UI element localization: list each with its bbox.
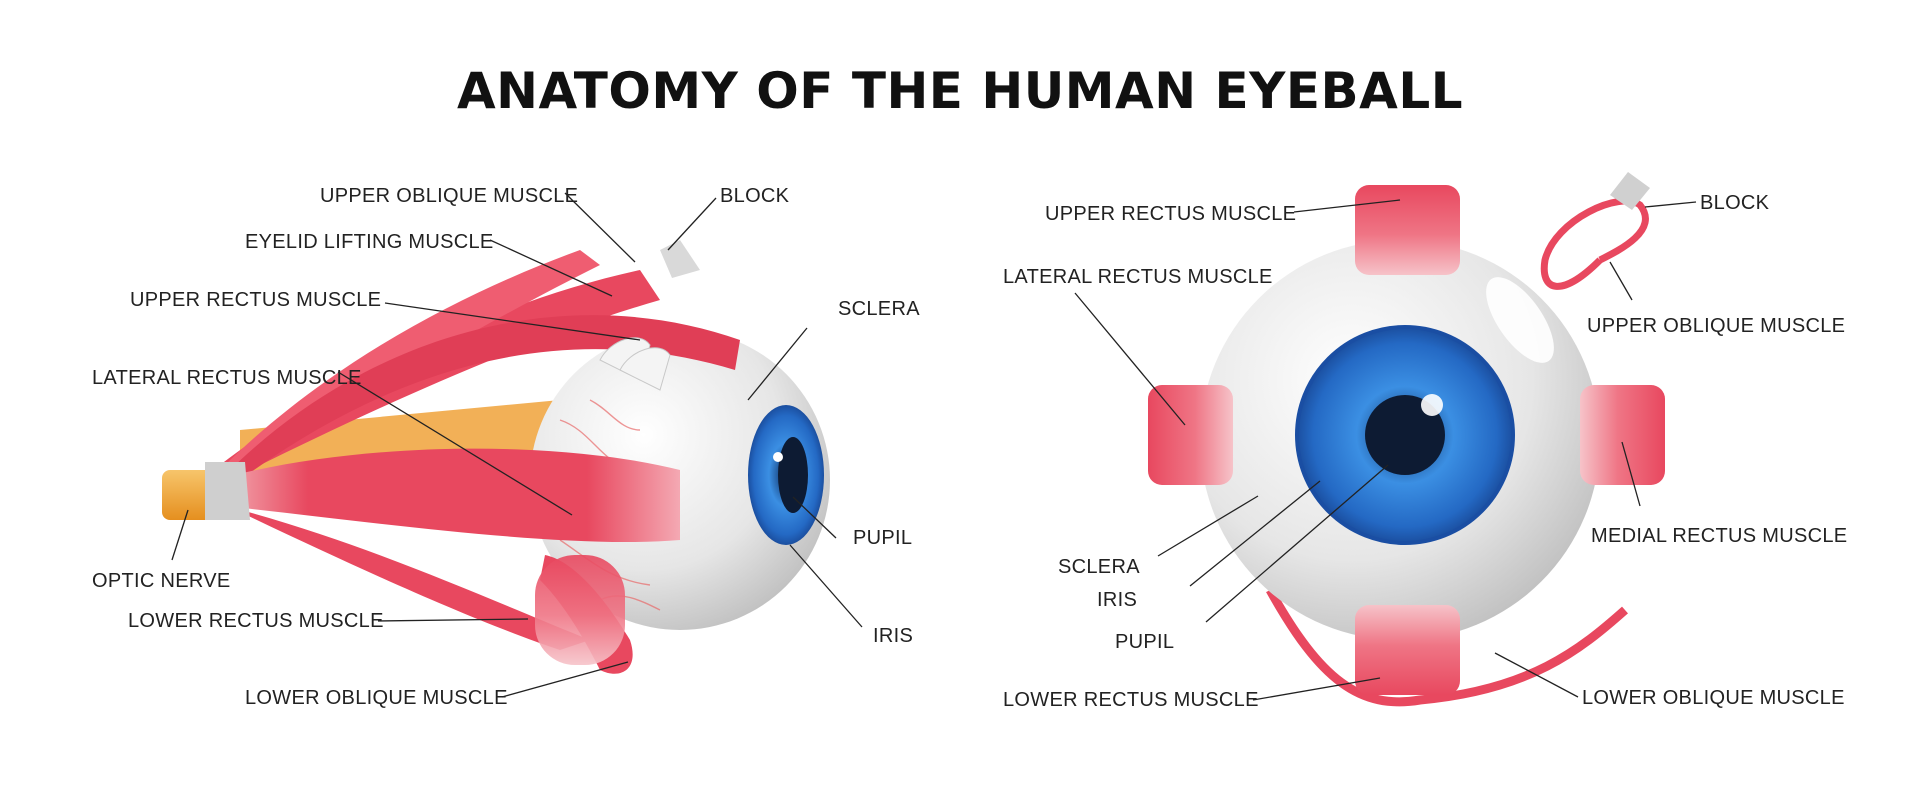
- side-block-tendon: [660, 240, 700, 278]
- leader-side-lower-rectus: [377, 618, 529, 622]
- label-side-upper-oblique: UPPER OBLIQUE MUSCLE: [320, 185, 578, 207]
- label-side-lateral-rectus: LATERAL RECTUS MUSCLE: [92, 367, 362, 389]
- front-block-cartilage: [1610, 172, 1650, 210]
- leader-front-lower-oblique: [1494, 652, 1579, 698]
- leader-side-block: [667, 197, 717, 251]
- side-muscles: [205, 250, 740, 674]
- label-front-medial-rectus: MEDIAL RECTUS MUSCLE: [1591, 525, 1847, 547]
- leader-front-block: [1644, 201, 1697, 208]
- front-upper-oblique-loop: [1540, 197, 1649, 290]
- label-side-eyelid-lifting: EYELID LIFTING MUSCLE: [245, 231, 494, 253]
- leader-side-lateral-rectus: [337, 371, 573, 516]
- diagram-title: ANATOMY OF THE HUMAN EYEBALL: [456, 62, 1464, 120]
- leader-side-lower-oblique: [501, 661, 629, 698]
- leader-side-upper-rectus: [384, 302, 641, 341]
- leader-side-upper-oblique: [564, 192, 636, 263]
- leader-side-iris: [789, 544, 863, 628]
- leader-front-pupil: [1205, 464, 1389, 623]
- side-pupil: [778, 437, 808, 513]
- label-side-pupil: PUPIL: [853, 527, 912, 549]
- label-front-pupil: PUPIL: [1115, 631, 1174, 653]
- leader-front-lateral-rectus: [1074, 292, 1186, 426]
- leader-front-upper-oblique: [1609, 261, 1633, 301]
- label-side-block: BLOCK: [720, 185, 790, 207]
- label-side-sclera: SCLERA: [838, 298, 920, 320]
- leader-front-lower-rectus: [1252, 677, 1381, 701]
- front-eye-highlight: [1421, 394, 1443, 416]
- front-lower-oblique-band: [1266, 587, 1628, 707]
- label-front-upper-rectus: UPPER RECTUS MUSCLE: [1045, 203, 1296, 225]
- front-lateral-rectus: [1148, 385, 1233, 485]
- front-iris-ring: [1295, 325, 1515, 545]
- label-front-iris: IRIS: [1097, 589, 1137, 611]
- front-view-illustration: [1148, 172, 1665, 707]
- leader-side-eyelid-lifting: [489, 239, 613, 297]
- leader-side-sclera: [747, 327, 808, 401]
- label-side-lower-rectus: LOWER RECTUS MUSCLE: [128, 610, 384, 632]
- side-eye-highlight: [773, 452, 783, 462]
- leader-front-iris: [1189, 480, 1321, 587]
- label-side-lower-oblique: LOWER OBLIQUE MUSCLE: [245, 687, 508, 709]
- front-medial-rectus: [1580, 385, 1665, 485]
- label-side-upper-rectus: UPPER RECTUS MUSCLE: [130, 289, 381, 311]
- label-front-lower-oblique: LOWER OBLIQUE MUSCLE: [1582, 687, 1845, 709]
- label-front-lower-rectus: LOWER RECTUS MUSCLE: [1003, 689, 1259, 711]
- leader-front-upper-rectus: [1293, 199, 1401, 213]
- front-lower-rectus: [1355, 605, 1460, 695]
- front-upper-rectus: [1355, 185, 1460, 275]
- leader-front-medial-rectus: [1621, 441, 1641, 507]
- leader-side-pupil: [792, 496, 837, 539]
- side-view-labels: UPPER OBLIQUE MUSCLE BLOCK EYELID LIFTIN…: [92, 185, 920, 709]
- front-view-labels: UPPER RECTUS MUSCLE BLOCK LATERAL RECTUS…: [1003, 192, 1847, 711]
- label-front-lateral-rectus: LATERAL RECTUS MUSCLE: [1003, 266, 1273, 288]
- front-sclera-glare: [1486, 277, 1554, 363]
- leader-side-optic-nerve: [171, 509, 189, 561]
- label-front-upper-oblique: UPPER OBLIQUE MUSCLE: [1587, 315, 1845, 337]
- label-front-sclera: SCLERA: [1058, 556, 1140, 578]
- front-pupil: [1365, 395, 1445, 475]
- leader-front-sclera: [1157, 495, 1259, 557]
- label-side-iris: IRIS: [873, 625, 913, 647]
- side-view-illustration: [162, 240, 830, 674]
- label-front-block: BLOCK: [1700, 192, 1770, 214]
- label-side-optic-nerve: OPTIC NERVE: [92, 570, 231, 592]
